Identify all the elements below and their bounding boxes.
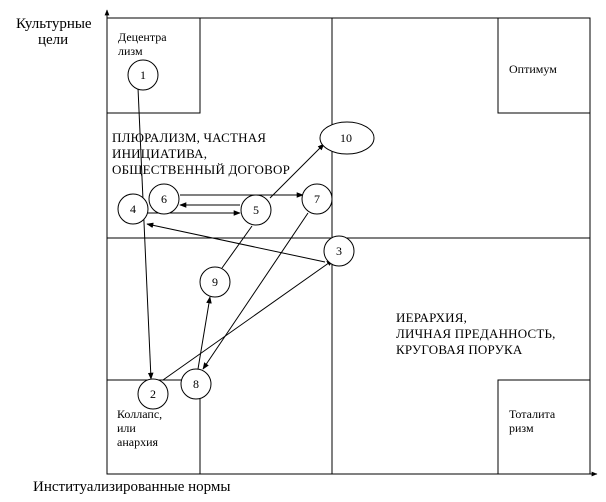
node-2: 2 bbox=[137, 378, 169, 410]
node-1: 1 bbox=[127, 59, 159, 91]
corner-label-collapse: Коллапс, или анархия bbox=[117, 407, 162, 449]
corner-label-decentralism-line1: Децентра bbox=[118, 30, 167, 44]
node-2-label: 2 bbox=[150, 387, 156, 401]
y-axis-label-line2: цели bbox=[38, 32, 69, 48]
arrow-5-to-10 bbox=[269, 143, 325, 199]
node-7: 7 bbox=[301, 183, 333, 215]
arrow-2-to-3 bbox=[162, 259, 334, 381]
arrow-9-to-5 bbox=[221, 225, 253, 269]
region-label-pluralism-line3: ОБЩЕСТВЕННЫЙ ДОГОВОР bbox=[112, 162, 291, 177]
region-label-pluralism-line1: ПЛЮРАЛИЗМ, ЧАСТНАЯ bbox=[112, 130, 267, 145]
node-9-label: 9 bbox=[212, 275, 218, 289]
corner-label-totalitarianism: Тоталита ризм bbox=[509, 407, 555, 435]
main-square bbox=[106, 17, 591, 475]
node-6: 6 bbox=[148, 183, 180, 215]
node-10: 10 bbox=[319, 121, 375, 155]
node-10-label: 10 bbox=[340, 131, 352, 145]
corner-box-top-left bbox=[106, 17, 201, 114]
node-8-label: 8 bbox=[193, 377, 199, 391]
node-8: 8 bbox=[180, 368, 212, 400]
corner-label-decentralism-line2: лизм bbox=[118, 44, 143, 58]
node-3-label: 3 bbox=[336, 244, 342, 258]
arrow-7-to-8 bbox=[202, 212, 309, 370]
corner-label-optimum: Оптимум bbox=[509, 62, 557, 76]
corner-label-collapse-line2: или bbox=[117, 421, 136, 435]
node-5-label: 5 bbox=[253, 203, 259, 217]
node-1-label: 1 bbox=[140, 68, 146, 82]
corner-box-bottom-right bbox=[497, 379, 591, 475]
region-label-hierarchy: ИЕРАРХИЯ, ЛИЧНАЯ ПРЕДАННОСТЬ, КРУГОВАЯ П… bbox=[396, 310, 556, 358]
corner-label-totalitarianism-line2: ризм bbox=[509, 421, 534, 435]
x-axis-label: Институализированные нормы bbox=[33, 479, 231, 495]
region-label-pluralism: ПЛЮРАЛИЗМ, ЧАСТНАЯ ИНИЦИАТИВА, ОБЩЕСТВЕН… bbox=[112, 130, 290, 178]
node-6-label: 6 bbox=[161, 192, 167, 206]
arrow-1-to-2 bbox=[137, 87, 154, 380]
arrow-8-to-9 bbox=[197, 296, 212, 370]
arrow-3-to-4 bbox=[146, 222, 326, 263]
y-axis-label-line1: Культурные bbox=[16, 16, 92, 32]
y-axis-label: Культурные цели bbox=[16, 16, 116, 48]
region-label-hierarchy-line2: ЛИЧНАЯ ПРЕДАННОСТЬ, bbox=[396, 326, 556, 341]
node-5: 5 bbox=[240, 194, 272, 226]
node-9: 9 bbox=[199, 266, 231, 298]
corner-label-collapse-line3: анархия bbox=[117, 435, 159, 449]
corner-box-top-right bbox=[497, 17, 591, 114]
region-label-hierarchy-line3: КРУГОВАЯ ПОРУКА bbox=[396, 342, 523, 357]
node-4-label: 4 bbox=[130, 202, 136, 216]
node-7-label: 7 bbox=[314, 192, 320, 206]
region-label-pluralism-line2: ИНИЦИАТИВА, bbox=[112, 146, 208, 161]
corner-label-totalitarianism-line1: Тоталита bbox=[509, 407, 556, 421]
corner-label-decentralism: Децентра лизм bbox=[118, 30, 167, 58]
node-4: 4 bbox=[117, 193, 149, 225]
node-3: 3 bbox=[323, 235, 355, 267]
corner-label-collapse-line1: Коллапс, bbox=[117, 407, 163, 421]
region-label-hierarchy-line1: ИЕРАРХИЯ, bbox=[396, 310, 468, 325]
